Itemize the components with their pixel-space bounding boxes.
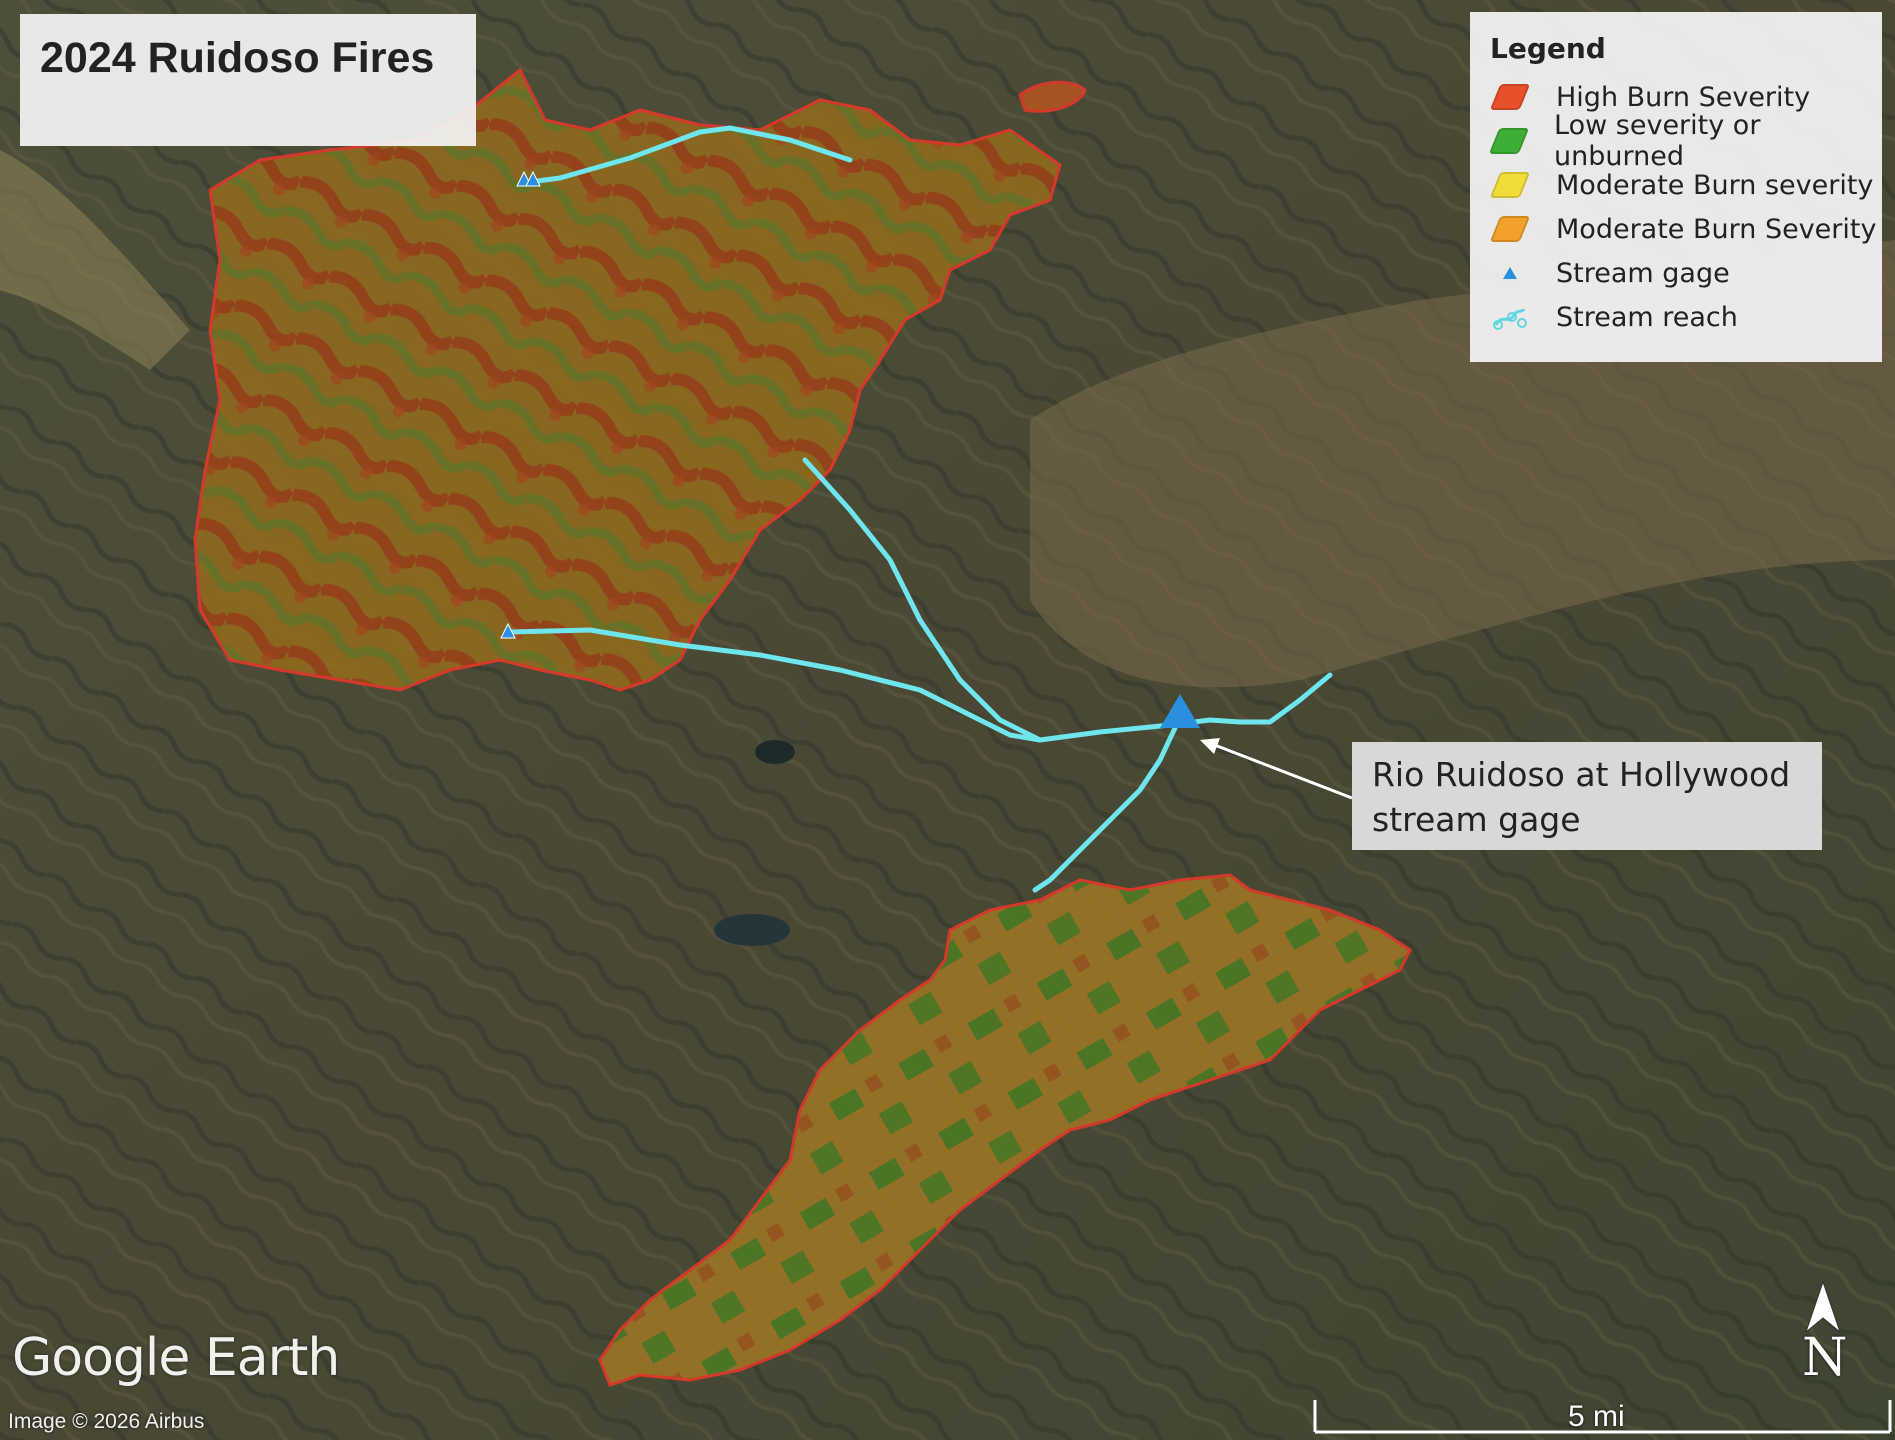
legend-item-moderate-yellow: Moderate Burn severity [1489,163,1882,207]
stream-reach-main [1037,672,1333,743]
stream-reach-south [1032,725,1178,893]
fire-spot-northeast [1018,80,1087,113]
legend-label: Low severity or unburned [1554,110,1761,172]
moderate-orange-swatch-icon [1489,216,1531,242]
map-title: 2024 Ruidoso Fires [40,34,435,82]
callout-arrow [1200,738,1353,800]
fire-perimeter-north [193,67,1062,692]
map-title-box: 2024 Ruidoso Fires [20,14,476,146]
stream-reach-west [507,627,1043,743]
scale-bar [1313,1400,1892,1434]
high-burn-swatch-icon [1489,84,1531,110]
legend-label: Moderate Burn severity [1556,169,1874,201]
legend-item-stream-gage: Stream gage [1490,251,1882,295]
legend-label: Stream gage [1556,257,1730,289]
reservoir [755,740,795,764]
scale-bar-label: 5 mi [1568,1400,1625,1433]
legend-item-low-severity: Low severity or unburned [1488,110,1882,172]
legend-label: Stream reach [1556,301,1738,333]
stream-reaches [507,125,1333,893]
stream-reach-central [802,457,1043,743]
callout-line-1: Rio Ruidoso at Hollywood [1372,755,1791,794]
legend-item-high-burn-severity: High Burn Severity [1489,75,1882,119]
stream-gage-north-2-icon[interactable] [525,170,541,187]
moderate-yellow-swatch-icon [1489,172,1531,198]
legend-item-moderate-orange: Moderate Burn Severity [1489,207,1882,251]
callout-line-2: stream gage [1372,800,1581,839]
imagery-credit: Image © 2026 Airbus [8,1410,205,1433]
north-arrow-icon [1804,1280,1842,1334]
north-arrow-label: N [1802,1328,1848,1388]
legend-label: High Burn Severity [1556,81,1811,113]
legend-label: Moderate Burn Severity [1556,213,1877,245]
stream-gage-legend-icon [1503,267,1517,279]
reservoir-south [714,914,790,946]
stream-gage-west-icon[interactable] [500,622,516,639]
legend-item-stream-reach: Stream reach [1490,295,1882,339]
legend-title: Legend [1490,32,1606,65]
fire-perimeter-south [598,873,1412,1387]
stream-reach-north [527,125,853,185]
grassland-west [0,150,190,370]
stream-gage-hollywood-icon[interactable] [1160,694,1200,728]
google-earth-logo: Google Earth [12,1328,340,1388]
gage-callout: Rio Ruidoso at Hollywood stream gage [1352,742,1822,850]
stream-reach-legend-icon [1493,308,1527,330]
low-severity-swatch-icon [1488,128,1530,154]
legend-panel: Legend High Burn Severity Low severity o… [1470,12,1882,362]
